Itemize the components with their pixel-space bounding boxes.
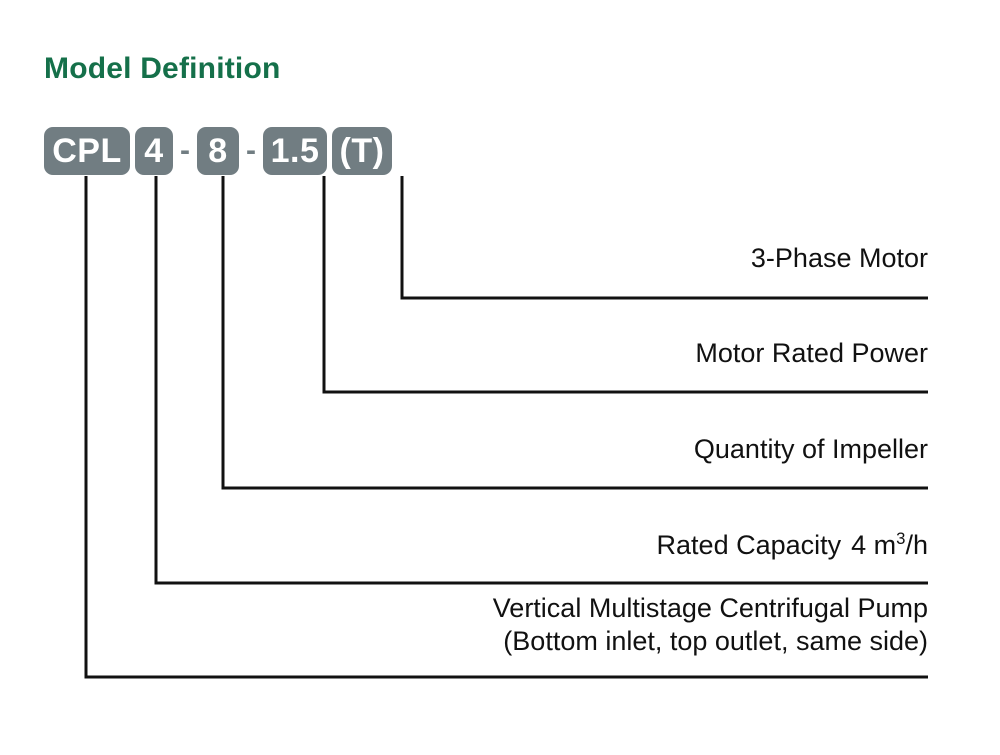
callout-series: Vertical Multistage Centrifugal Pump (Bo… xyxy=(493,592,928,658)
leader-line-capacity xyxy=(154,176,928,585)
callout-capacity: Rated Capacity 4 m3/h xyxy=(657,529,928,562)
code-badge-capacity[interactable]: 4 xyxy=(135,127,173,175)
code-badge-phase[interactable]: (T) xyxy=(332,127,392,175)
callout-power: Motor Rated Power xyxy=(695,338,928,370)
callout-phase: 3-Phase Motor xyxy=(751,243,928,275)
code-badge-series[interactable]: CPL xyxy=(44,127,130,175)
callout-capacity-label: Rated Capacity xyxy=(656,530,842,560)
callout-capacity-unit: /h xyxy=(905,530,928,560)
callout-stages-text: Quantity of Impeller xyxy=(693,434,928,464)
callout-series-line2: (Bottom inlet, top outlet, same side) xyxy=(503,625,928,656)
code-badge-stages[interactable]: 8 xyxy=(197,127,239,175)
callout-series-line1: Vertical Multistage Centrifugal Pump xyxy=(492,593,928,623)
code-dash-1: - xyxy=(180,134,190,167)
callout-capacity-superscript: 3 xyxy=(896,529,906,548)
callout-power-text: Motor Rated Power xyxy=(695,338,928,368)
callout-stages: Quantity of Impeller xyxy=(694,434,928,466)
model-code-row: CPL 4 - 8 - 1.5 (T) xyxy=(44,127,392,175)
code-badge-power[interactable]: 1.5 xyxy=(263,127,327,175)
leader-line-phase xyxy=(400,176,928,300)
code-dash-2: - xyxy=(246,134,256,167)
callout-capacity-value: 4 m xyxy=(851,530,897,560)
callout-phase-text: 3-Phase Motor xyxy=(750,243,928,273)
page-title: Model Definition xyxy=(44,52,281,85)
